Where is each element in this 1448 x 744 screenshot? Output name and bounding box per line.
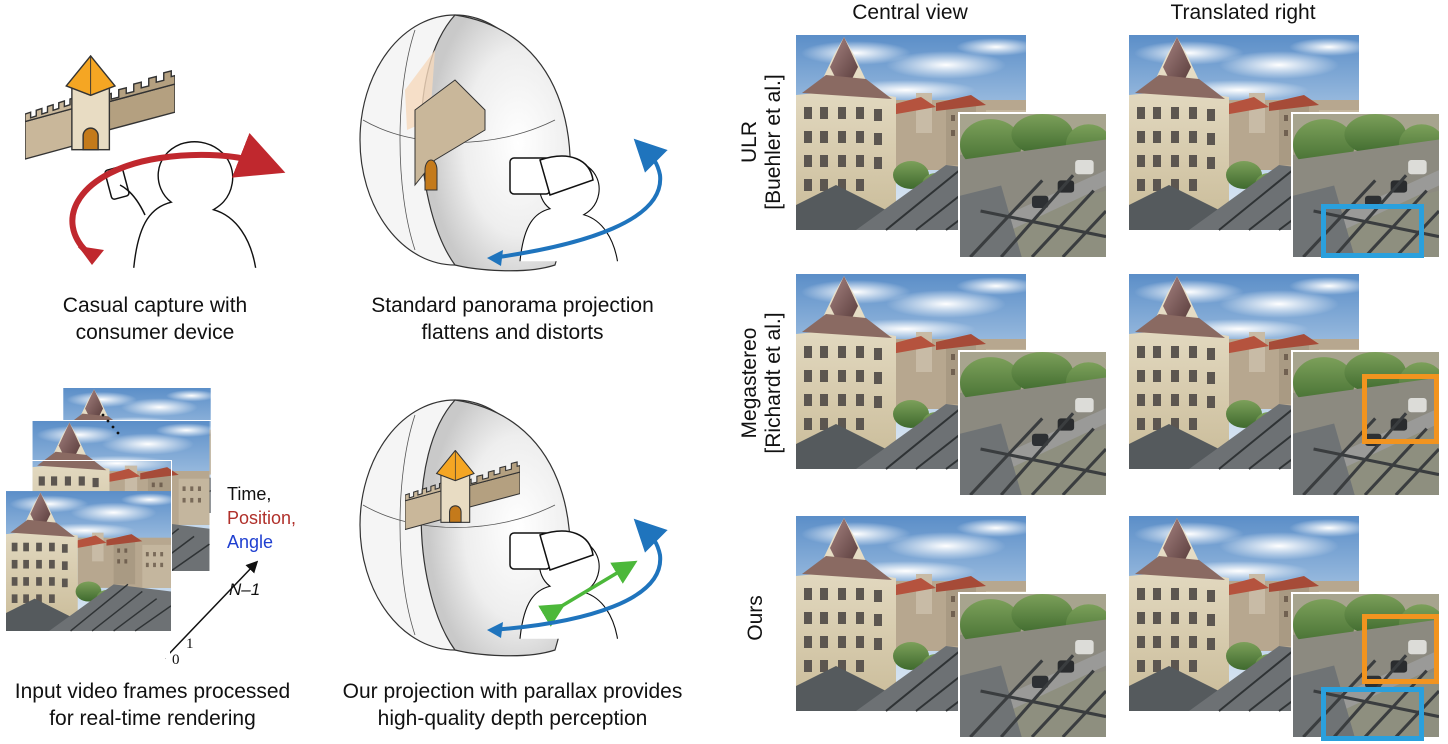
ulr-central-inset bbox=[958, 112, 1108, 259]
standard-caption: Standard panorama projection flattens an… bbox=[335, 292, 690, 346]
capture-caption-line2: consumer device bbox=[75, 321, 235, 344]
megastereo-highlight-box-orange bbox=[1362, 374, 1439, 444]
axis-label-position: Position, bbox=[227, 508, 297, 528]
axis-label-angle: Angle bbox=[227, 532, 274, 552]
ulr-translated-inset bbox=[1291, 112, 1441, 259]
row-label-ulr: ULR [Buehler et al.] bbox=[738, 74, 785, 210]
castle-icon bbox=[25, 55, 175, 160]
ours-caption: Our projection with parallax provides hi… bbox=[320, 678, 705, 732]
rotation-arrow bbox=[69, 132, 286, 258]
standard-projection-illustration bbox=[355, 10, 675, 285]
parallax-arrow bbox=[538, 560, 638, 627]
ours-projection-illustration bbox=[355, 395, 675, 675]
column-header-translated: Translated right bbox=[1170, 1, 1316, 24]
capture-caption: Casual capture with consumer device bbox=[20, 292, 290, 346]
ulr-highlight-box-cyan bbox=[1321, 204, 1424, 258]
column-header-central: Central view bbox=[852, 1, 968, 24]
ours-caption-line2: high-quality depth perception bbox=[377, 707, 648, 730]
ours-central-inset bbox=[958, 592, 1108, 739]
axis-tick-0: 0 bbox=[172, 652, 180, 668]
axis-label-time: Time, bbox=[227, 484, 272, 504]
input-caption-line1: Input video frames processed bbox=[14, 680, 291, 703]
rotation-arrow-blue bbox=[491, 518, 668, 632]
frame-axis bbox=[101, 413, 259, 659]
megastereo-central-inset bbox=[958, 350, 1108, 497]
ours-caption-line1: Our projection with parallax provides bbox=[342, 680, 683, 703]
ours-highlight-box-cyan bbox=[1321, 687, 1424, 741]
video-frame-front bbox=[5, 460, 172, 662]
row-label-ours: Ours bbox=[744, 595, 767, 641]
capture-illustration bbox=[20, 40, 290, 280]
capture-caption-line1: Casual capture with bbox=[62, 294, 248, 317]
row-label-megastereo: Megastereo [Richardt et al.] bbox=[738, 312, 785, 454]
megastereo-translated-inset bbox=[1291, 350, 1441, 497]
input-caption-line2: for real-time rendering bbox=[49, 707, 256, 730]
standard-caption-line2: flattens and distorts bbox=[421, 321, 604, 344]
input-caption: Input video frames processed for real-ti… bbox=[0, 678, 305, 732]
axis-tick-1: 1 bbox=[186, 636, 194, 652]
standard-caption-line1: Standard panorama projection bbox=[371, 294, 654, 317]
ours-highlight-box-orange bbox=[1362, 614, 1439, 684]
axis-tick-n-minus-1: N–1 bbox=[229, 580, 261, 599]
rotation-arrow-blue bbox=[491, 138, 668, 260]
